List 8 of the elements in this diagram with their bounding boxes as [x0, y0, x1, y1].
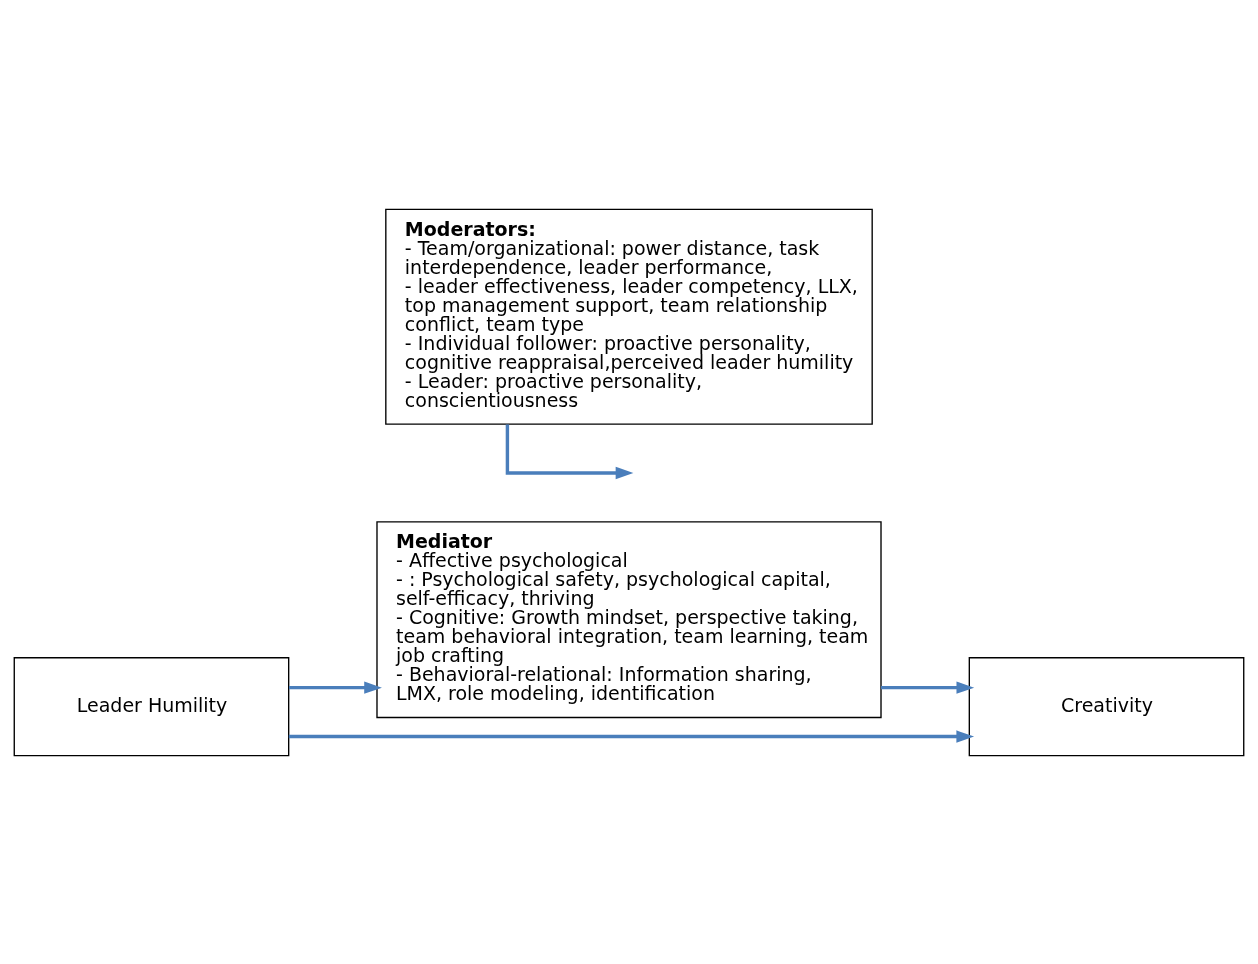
arrow: [881, 680, 975, 694]
node-box: Creativity: [968, 656, 1245, 756]
node-box: Leader Humility: [13, 656, 290, 756]
arrow: [288, 729, 975, 743]
node-box: Moderators: - Team/organizational: power distance, task interdependence, leader performance, - leader effectiveness, leader competency, LLX, top management support, team relationship conflict, team type - Individual follower: proactive personality, cognitive reappraisal,perceived leader humility - Leader: proactive personality, conscientiousness: [385, 208, 873, 425]
arrow: [288, 680, 382, 694]
arrow: [505, 423, 634, 479]
node-box: Mediator - Affective psychological - : Psychological safety, psychological capital, self-efficacy, thriving - Cognitive: Growth mindset, perspective taking, team behavioral integration, team learning, team job crafting - Behavioral-relational: Information sharing, LMX, role modeling, identification: [376, 520, 882, 718]
